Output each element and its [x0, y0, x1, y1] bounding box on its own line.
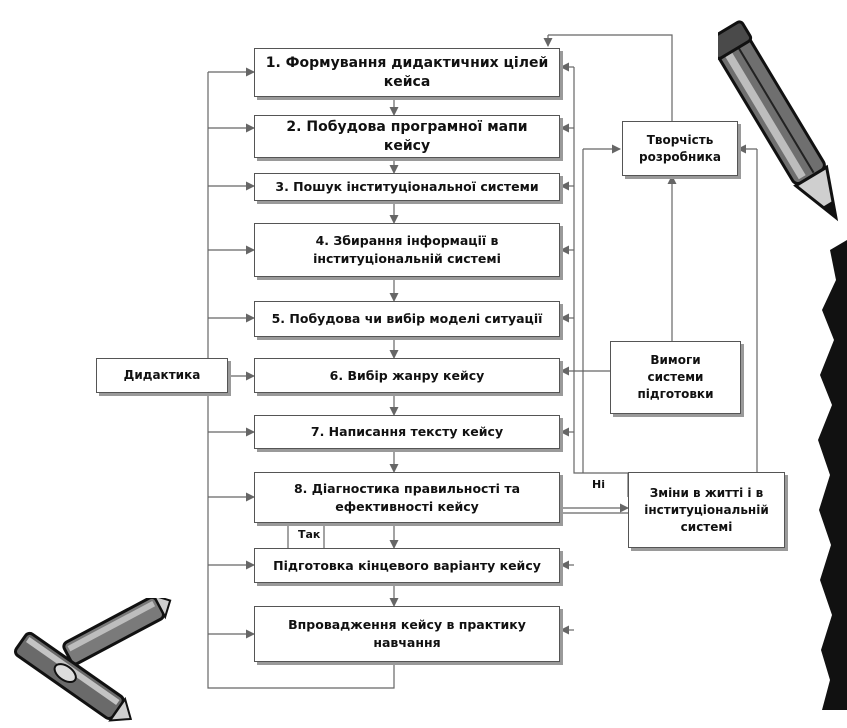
yes-label: Так: [298, 528, 321, 541]
step-1: 1. Формування дидактичних цілей кейса: [254, 48, 560, 97]
step-5-label: 5. Побудова чи вибір моделі ситуації: [271, 311, 543, 326]
step-6-label: 6. Вибір жанру кейсу: [329, 367, 485, 383]
changes-box: Зміни в житті і в інституціональній сист…: [628, 472, 785, 548]
step-8-label: 8. Діагностика правильності та ефективно…: [293, 480, 521, 514]
step-6: 6. Вибір жанру кейсу: [254, 358, 560, 393]
requirements-label: Вимоги системи підготовки: [637, 353, 714, 401]
step-4: 4. Збирання інформації в інституціональн…: [254, 223, 560, 277]
torn-edge: [818, 240, 847, 710]
step-4-label: 4. Збирання інформації в інституціональн…: [313, 233, 501, 266]
step-7: 7. Написання тексту кейсу: [254, 415, 560, 449]
didactics-box: Дидактика: [96, 358, 228, 393]
no-label: Ні: [592, 478, 605, 491]
didactics-label: Дидактика: [123, 368, 201, 382]
step-2-label: 2. Побудова програмної мапи кейсу: [286, 118, 528, 154]
pencil-icon: [718, 20, 839, 222]
step-3: 3. Пошук інституціональної системи: [254, 173, 560, 201]
step-1-label: 1. Формування дидактичних цілей кейса: [265, 54, 549, 90]
step-3-label: 3. Пошук інституціональної системи: [275, 179, 539, 194]
requirements-box: Вимоги системи підготовки: [610, 341, 741, 414]
creativity-label: Творчість розробника: [639, 132, 721, 164]
changes-label: Зміни в житті і в інституціональній сист…: [644, 485, 769, 534]
step-implementation: Впровадження кейсу в практику навчання: [254, 606, 560, 662]
step-final-prep-label: Підготовка кінцевого варіанту кейсу: [273, 557, 541, 573]
step-2: 2. Побудова програмної мапи кейсу: [254, 115, 560, 158]
step-implementation-label: Впровадження кейсу в практику навчання: [288, 617, 526, 650]
step-7-label: 7. Написання тексту кейсу: [310, 424, 504, 439]
step-5: 5. Побудова чи вибір моделі ситуації: [254, 301, 560, 337]
crayons-icon: [14, 598, 172, 722]
creativity-box: Творчість розробника: [622, 121, 738, 176]
step-8: 8. Діагностика правильності та ефективно…: [254, 472, 560, 523]
step-final-prep: Підготовка кінцевого варіанту кейсу: [254, 548, 560, 583]
